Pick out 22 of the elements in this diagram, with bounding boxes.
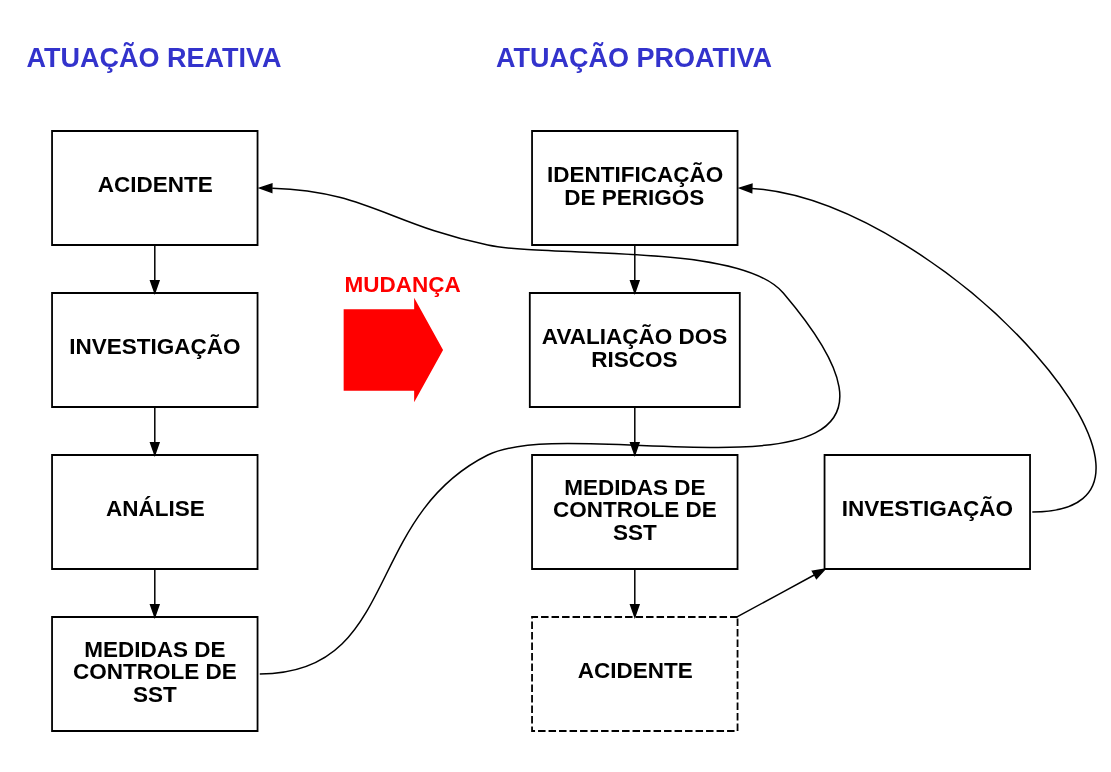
node-box: IDENTIFICAÇÃO DE PERIGOS: [531, 130, 739, 246]
label: ATUAÇÃO PROATIVA: [496, 43, 773, 74]
label: ATUAÇÃO REATIVA: [26, 43, 282, 74]
node-box: ACIDENTE: [51, 130, 259, 246]
arrow: [629, 406, 641, 457]
node-box: INVESTIGAÇÃO: [51, 292, 259, 408]
arrow: [629, 568, 641, 619]
node-box: MEDIDAS DE CONTROLE DE SST: [531, 454, 739, 570]
arrow: [629, 244, 641, 295]
node-arrow: [343, 297, 444, 403]
arrow: [257, 182, 840, 675]
arrow: [149, 244, 161, 295]
arrow: [149, 568, 161, 619]
node-box: ACIDENTE: [531, 616, 739, 732]
node-box: ANÁLISE: [51, 454, 259, 570]
node-box: MEDIDAS DE CONTROLE DE SST: [51, 616, 259, 732]
arrow: [737, 183, 1097, 513]
node-box: INVESTIGAÇÃO: [823, 454, 1031, 570]
arrow: [149, 406, 161, 457]
node-label: MUDANÇA: [344, 272, 461, 298]
node-box: AVALIAÇÃO DOS RISCOS: [528, 292, 741, 408]
arrow: [736, 568, 827, 618]
